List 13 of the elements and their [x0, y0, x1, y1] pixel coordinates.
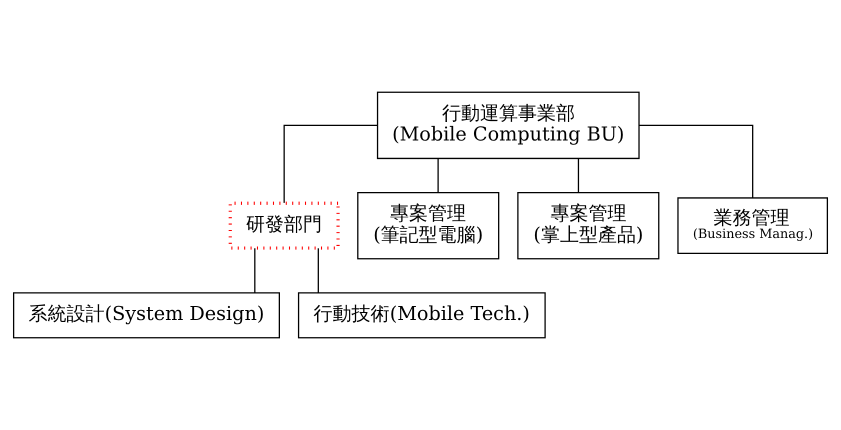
node-box: 業務管理 (Business Manag.) [677, 197, 828, 254]
connector [254, 248, 256, 293]
connector [284, 124, 378, 203]
node-box: 專案管理 (掌上型產品) [517, 192, 660, 260]
node-box: 行動技術(Mobile Tech.) [298, 292, 546, 338]
node-box: 系統設計(System Design) [12, 292, 280, 338]
connector [318, 248, 319, 293]
connector [437, 158, 439, 193]
connector [578, 158, 580, 193]
connector [639, 124, 754, 198]
node-box: 研發部門 [228, 202, 340, 250]
node-box: 行動運算事業部 (Mobile Computing BU) [376, 92, 640, 160]
node-box: 專案管理 (筆記型電腦) [357, 192, 500, 260]
